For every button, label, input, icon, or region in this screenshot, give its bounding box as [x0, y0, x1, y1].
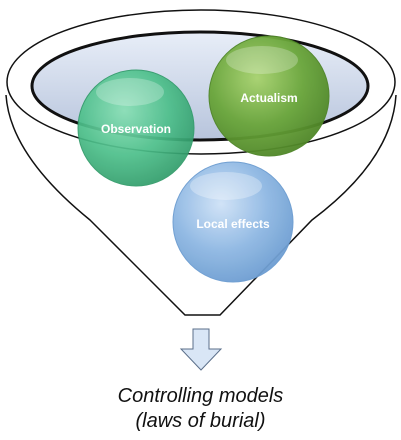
circle-label-actualism: Actualism — [240, 91, 297, 105]
circle-local-effects: Local effects — [172, 161, 294, 283]
circle-actualism: Actualism — [208, 35, 330, 157]
circle-label-local-effects: Local effects — [196, 217, 270, 231]
circle-label-observation: Observation — [101, 122, 171, 136]
down-arrow-icon — [179, 328, 223, 371]
circle-observation: Observation — [77, 69, 195, 187]
caption-line-2: (laws of burial) — [135, 410, 266, 432]
caption: Controlling models (laws of burial) — [0, 384, 401, 434]
caption-line-1: Controlling models — [117, 385, 284, 407]
